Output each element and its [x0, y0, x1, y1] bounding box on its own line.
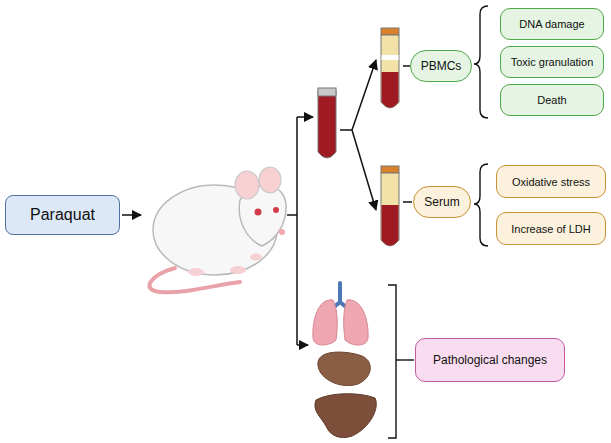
box-label: Toxic granulation: [511, 56, 594, 68]
process-box: Death: [500, 84, 604, 116]
process-box: Pathological changes: [415, 338, 565, 382]
process-box: Toxic granulation: [500, 46, 604, 78]
serum-tube: [381, 166, 399, 246]
connector-lines: [287, 60, 412, 345]
box-label: Pathological changes: [433, 353, 547, 367]
box-label: Death: [537, 94, 566, 106]
rat-figure: [149, 167, 286, 292]
spleen-figure: [318, 352, 370, 386]
box-label: Paraquat: [30, 206, 95, 224]
blood-tube: [318, 88, 336, 158]
process-box: Serum: [413, 186, 471, 218]
box-label: DNA damage: [519, 18, 584, 30]
process-box: PBMCs: [410, 50, 472, 82]
process-box: Paraquat: [5, 195, 120, 235]
box-label: Serum: [424, 195, 459, 209]
liver-figure: [315, 394, 376, 438]
box-label: Oxidative stress: [512, 176, 590, 188]
box-label: Increase of LDH: [511, 223, 590, 235]
process-box: DNA damage: [500, 8, 604, 40]
pbmc-tube: [381, 28, 399, 108]
process-box: Increase of LDH: [496, 212, 606, 245]
box-label: PBMCs: [421, 59, 462, 73]
process-box: Oxidative stress: [496, 165, 606, 198]
arrow: [122, 214, 141, 216]
lungs-figure: [313, 283, 368, 345]
